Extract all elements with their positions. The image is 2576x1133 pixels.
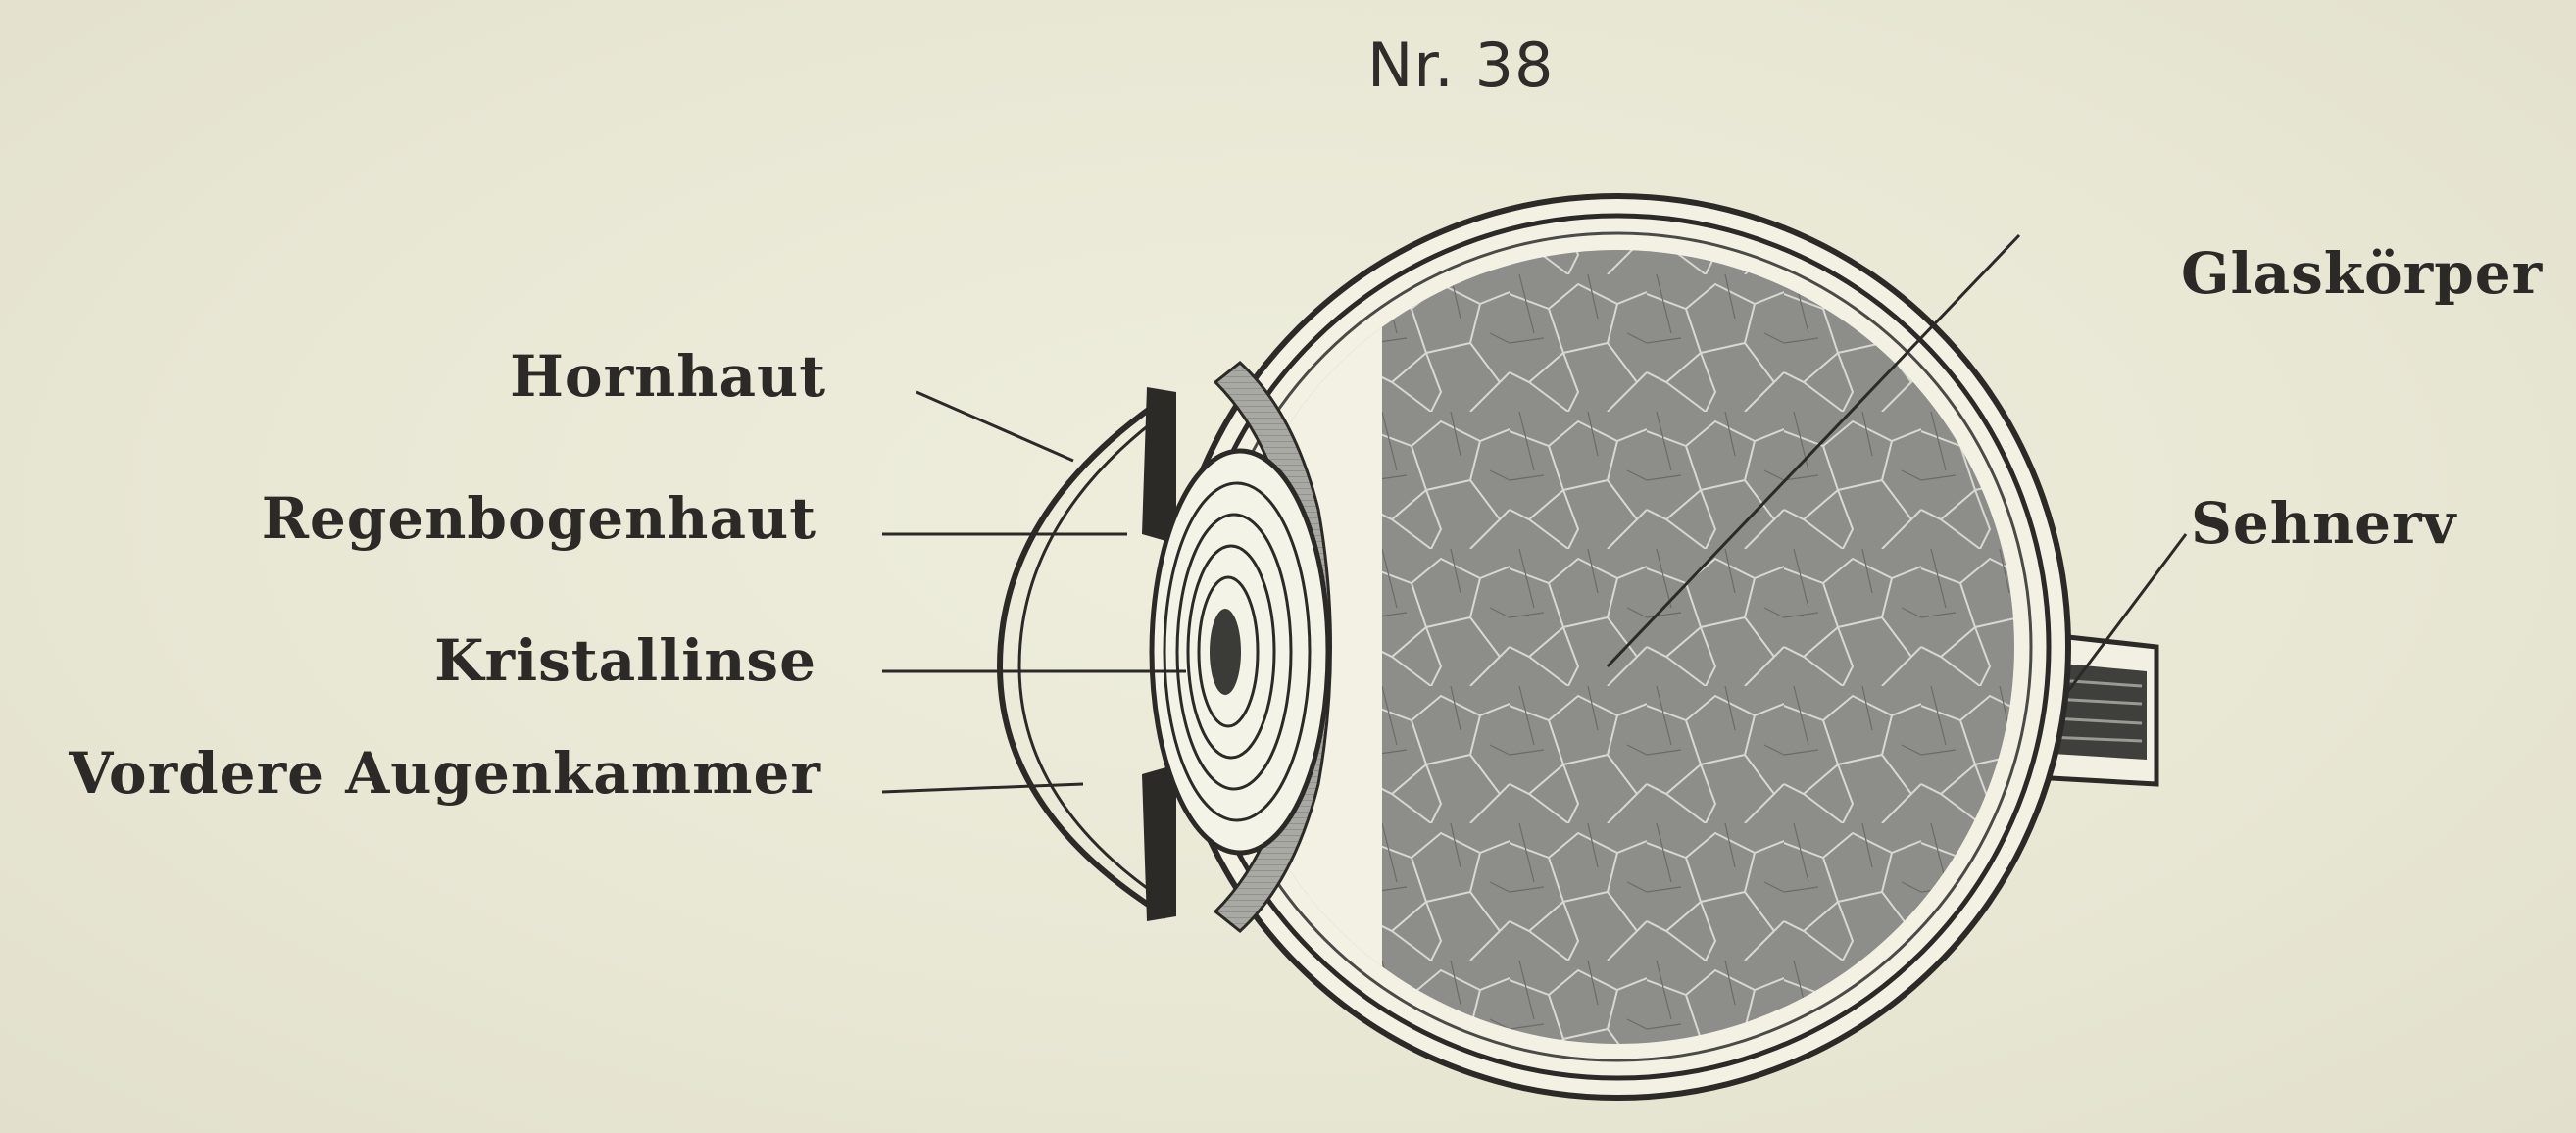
label-sehnerv: Sehnerv xyxy=(2191,490,2456,557)
leader-hornhaut xyxy=(916,392,1073,461)
label-regenbogenhaut: Regenbogenhaut xyxy=(262,485,817,552)
cornea xyxy=(1000,397,1166,916)
label-glaskoerper: Glaskörper xyxy=(2181,240,2543,307)
crystalline-lens xyxy=(1152,451,1328,853)
label-vordere-augenkammer: Vordere Augenkammer xyxy=(69,740,821,807)
label-kristalllinse: Kristallinse xyxy=(434,627,817,694)
label-hornhaut: Hornhaut xyxy=(510,343,826,410)
